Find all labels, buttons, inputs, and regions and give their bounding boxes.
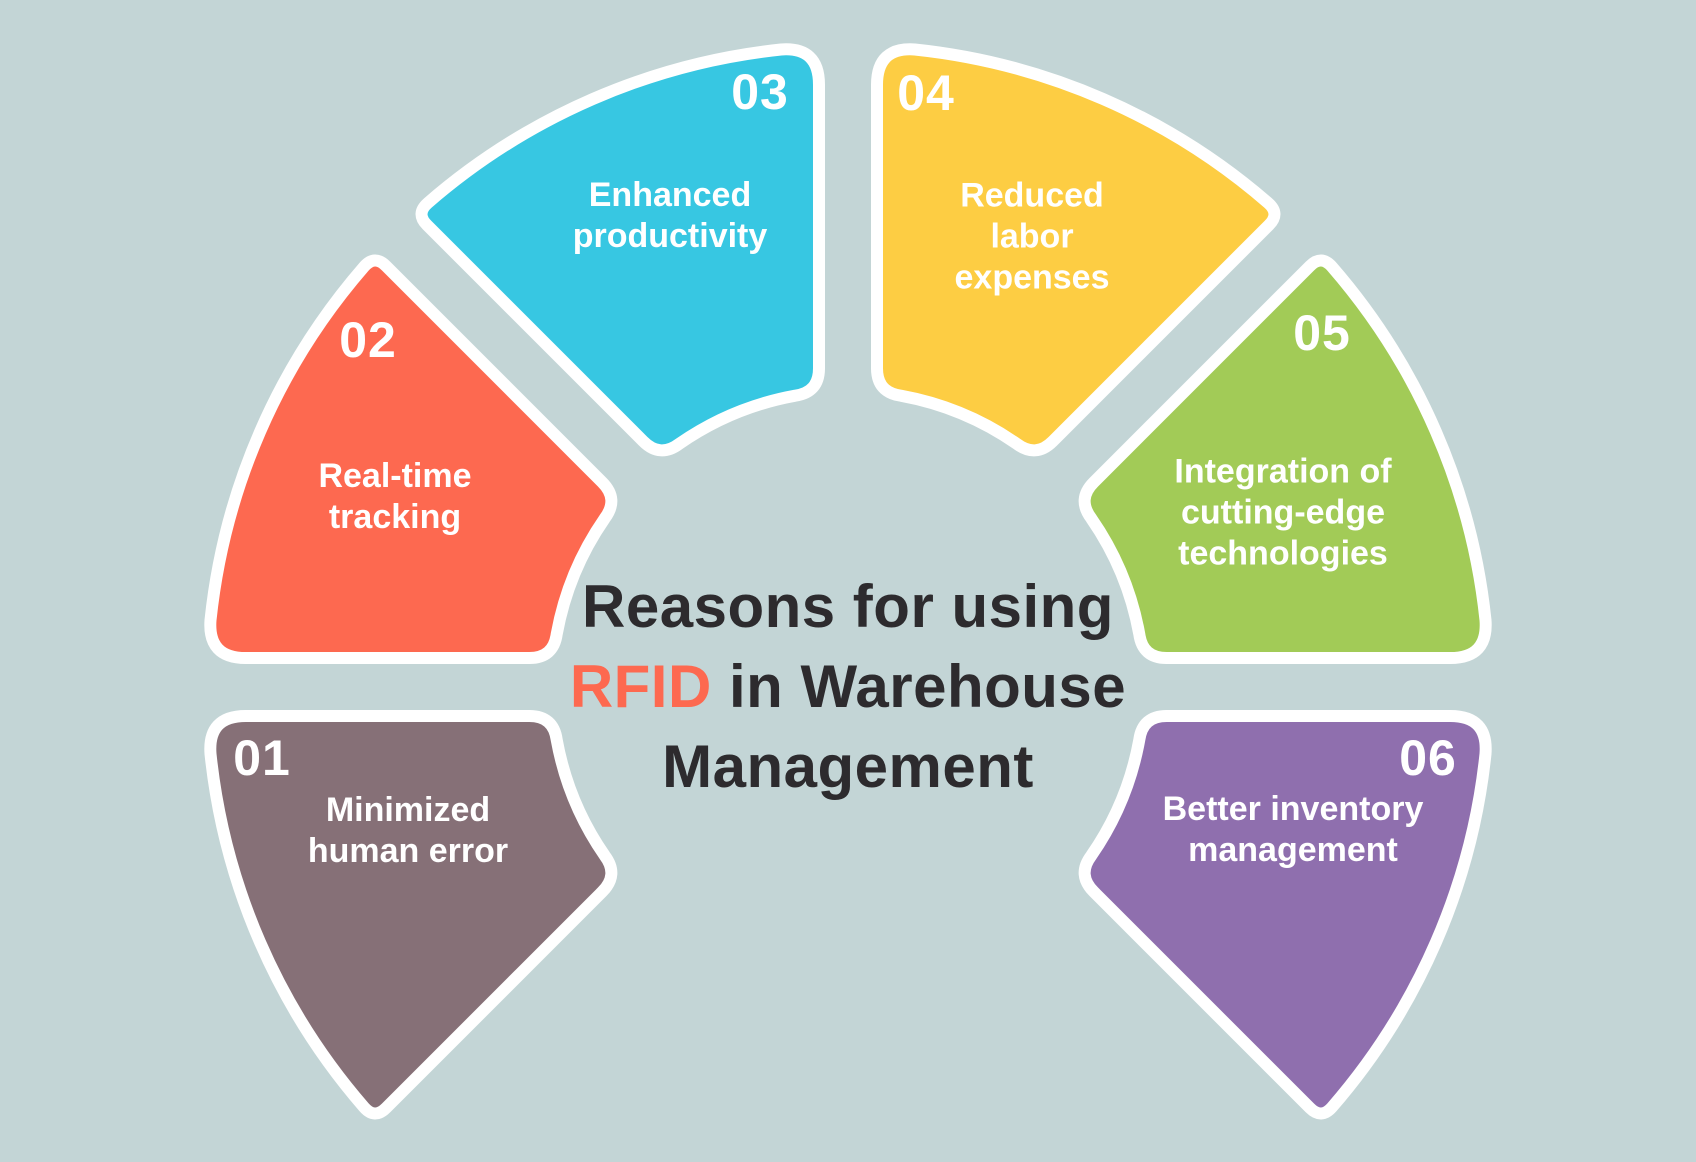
segment-02-wedge <box>204 254 618 664</box>
title-line-2: RFID in Warehouse <box>468 647 1228 727</box>
title-rfid-highlight: RFID <box>569 653 712 720</box>
title-line-1: Reasons for using <box>582 573 1114 640</box>
segment-04-wedge <box>871 43 1281 457</box>
segment-01-wedge <box>204 710 618 1120</box>
segment-05-wedge <box>1078 254 1492 664</box>
segment-06-wedge <box>1078 710 1492 1120</box>
title-line-3: Management <box>662 733 1034 800</box>
segment-03-wedge <box>415 43 825 457</box>
diagram-title: Reasons for using RFID in Warehouse Mana… <box>468 567 1228 807</box>
title-line-2-rest: in Warehouse <box>711 653 1127 720</box>
